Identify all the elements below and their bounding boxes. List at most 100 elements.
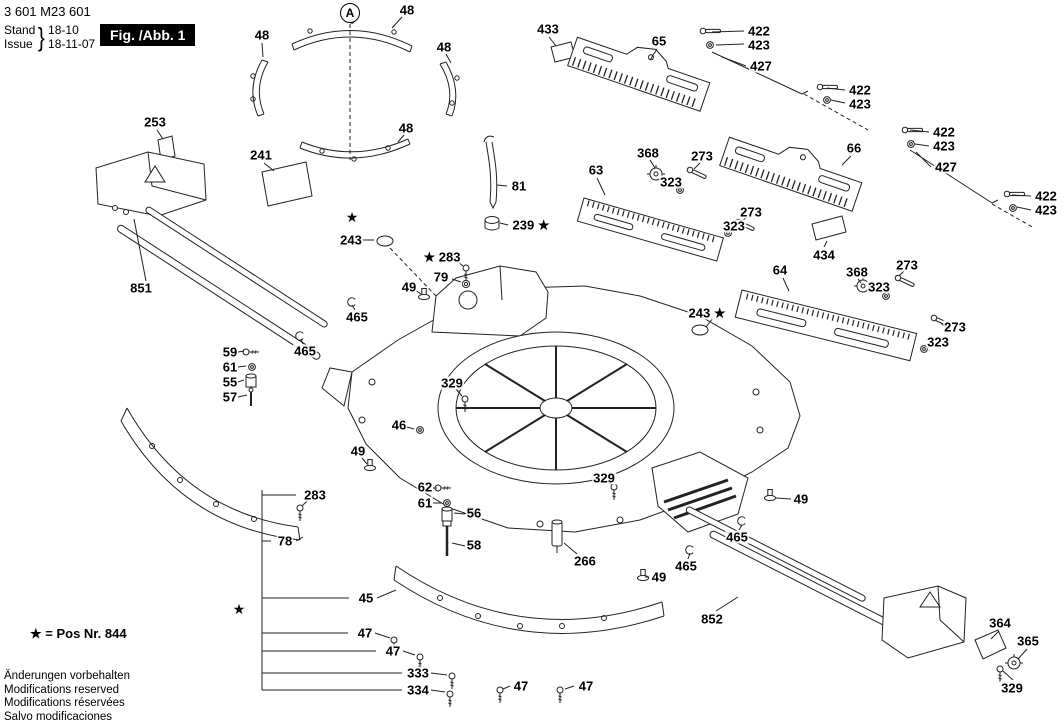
callout-323: 323 bbox=[659, 174, 683, 190]
callout-329: 329 bbox=[440, 375, 464, 391]
callout-57: 57 bbox=[221, 389, 239, 405]
callout-323: 323 bbox=[867, 279, 891, 295]
callout-48: 48 bbox=[397, 120, 415, 136]
plate-434 bbox=[811, 215, 847, 241]
bracket-364 bbox=[974, 629, 1007, 660]
fence-65 bbox=[567, 36, 711, 112]
hardware-fasteners bbox=[242, 27, 1025, 708]
callout-365: 365 bbox=[1016, 633, 1040, 649]
callout-364: 364 bbox=[988, 615, 1012, 631]
stand-issue-block: Stand Issue } 18-10 18-11-07 bbox=[4, 23, 95, 51]
callout-334: 334 bbox=[406, 682, 430, 698]
callout-61: 61 bbox=[416, 495, 434, 511]
callout-283: 283 bbox=[303, 487, 327, 503]
callout-63: 63 bbox=[587, 162, 605, 178]
cap-239 bbox=[484, 216, 500, 231]
callout-422: 422 bbox=[747, 23, 771, 39]
segment-78 bbox=[120, 407, 301, 541]
rod-852-lower bbox=[709, 530, 894, 629]
support-852 bbox=[881, 585, 967, 659]
callout-241: 241 bbox=[249, 147, 273, 163]
callout-59: 59 bbox=[221, 344, 239, 360]
callout-58: 58 bbox=[465, 537, 483, 553]
callout-323: 323 bbox=[722, 218, 746, 234]
callout-368: 368 bbox=[636, 145, 660, 161]
callout-283: ★ 283 bbox=[422, 249, 462, 265]
plate-241 bbox=[261, 161, 313, 207]
callout-329: 329 bbox=[1000, 680, 1024, 696]
star-marker: ★ bbox=[232, 601, 246, 617]
front-clamp bbox=[651, 451, 749, 533]
callout-422: 422 bbox=[932, 124, 956, 140]
callout-423: 423 bbox=[932, 138, 956, 154]
callout-243: 243 ★ bbox=[687, 305, 727, 321]
fence-66 bbox=[719, 136, 863, 212]
callout-62: 62 bbox=[416, 479, 434, 495]
fence-base-64 bbox=[734, 289, 918, 362]
note-line: Salvo modificaciones bbox=[4, 710, 113, 723]
callout-273: 273 bbox=[690, 148, 714, 164]
callout-273: 273 bbox=[739, 204, 763, 220]
callout-56: 56 bbox=[465, 505, 483, 521]
segment-45 bbox=[393, 565, 665, 634]
callout-239: 239 ★ bbox=[511, 217, 551, 233]
callout-465: 465 bbox=[345, 309, 369, 325]
callout-273: 273 bbox=[895, 257, 919, 273]
stand-label: Stand bbox=[4, 23, 36, 37]
callout-266: 266 bbox=[573, 553, 597, 569]
callout-49: 49 bbox=[400, 279, 418, 295]
note-line: Modifications réservées bbox=[4, 697, 125, 709]
star-marker: ★ bbox=[345, 209, 359, 225]
callout-64: 64 bbox=[771, 262, 789, 278]
callout-79: 79 bbox=[432, 269, 450, 285]
callout-81: 81 bbox=[510, 178, 528, 194]
callout-46: 46 bbox=[390, 417, 408, 433]
callout-66: 66 bbox=[845, 140, 863, 156]
callout-434: 434 bbox=[812, 247, 836, 263]
note-line: Änderungen vorbehalten bbox=[4, 670, 130, 682]
plate-253 bbox=[157, 135, 176, 161]
callout-47: 47 bbox=[577, 678, 595, 694]
rod-851-upper bbox=[145, 206, 328, 328]
callout-48: 48 bbox=[253, 27, 271, 43]
callout-55: 55 bbox=[221, 374, 239, 390]
callout-323: 323 bbox=[926, 334, 950, 350]
callout-427: 427 bbox=[749, 58, 773, 74]
fence-base-63 bbox=[576, 197, 725, 262]
figure-label: Fig. /Abb. 1 bbox=[100, 24, 196, 46]
callout-48: 48 bbox=[398, 2, 416, 18]
callout-253: 253 bbox=[143, 114, 167, 130]
issue-value: 18-11-07 bbox=[48, 37, 96, 51]
callout-465: 465 bbox=[293, 343, 317, 359]
arc-segments-48 bbox=[250, 18, 460, 162]
callout-49: 49 bbox=[650, 569, 668, 585]
callout-368: 368 bbox=[845, 264, 869, 280]
callout-47: 47 bbox=[512, 678, 530, 694]
callout-47: 47 bbox=[384, 643, 402, 659]
turntable bbox=[437, 331, 675, 485]
callout-852: 852 bbox=[700, 611, 724, 627]
rod-851-lower bbox=[117, 224, 321, 360]
callout-65: 65 bbox=[650, 33, 668, 49]
stand-value: 18-10 bbox=[48, 23, 79, 37]
star-note: ★ = Pos Nr. 844 bbox=[30, 626, 127, 641]
callout-422: 422 bbox=[848, 82, 872, 98]
callout-423: 423 bbox=[747, 37, 771, 53]
support-851 bbox=[95, 151, 207, 217]
issue-label: Issue bbox=[4, 37, 33, 51]
callout-47: 47 bbox=[356, 625, 374, 641]
part-number: 3 601 M23 601 bbox=[4, 4, 91, 19]
callout-423: 423 bbox=[1034, 202, 1058, 218]
callout-465: 465 bbox=[674, 558, 698, 574]
view-marker-a: A bbox=[340, 3, 360, 23]
callout-851: 851 bbox=[129, 280, 153, 296]
lever-81 bbox=[483, 135, 498, 210]
group-bracket bbox=[261, 490, 402, 691]
riser-chute bbox=[431, 265, 549, 337]
callout-49: 49 bbox=[349, 443, 367, 459]
note-line: Modifications reserved bbox=[4, 683, 120, 696]
callout-78: 78 bbox=[276, 533, 294, 549]
callout-433: 433 bbox=[536, 21, 560, 37]
